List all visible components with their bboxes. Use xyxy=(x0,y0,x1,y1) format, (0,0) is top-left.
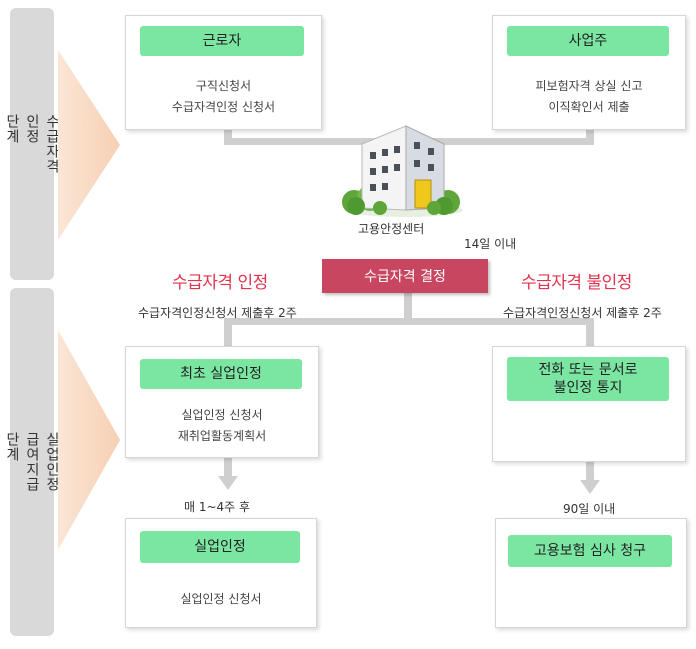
appeal-title: 고용보험 심사 청구 xyxy=(508,535,672,567)
chevron-arrow-bottom-icon xyxy=(58,330,120,550)
employer-text: 피보험자격 상실 신고 이직확인서 제출 xyxy=(535,79,643,114)
arrow-down-right-icon xyxy=(580,460,600,494)
worker-card: 근로자 구직신청서 수급자격인정 신청서 xyxy=(125,15,322,130)
recognition-title: 실업인정 xyxy=(140,531,300,563)
connector-line xyxy=(586,318,594,346)
employer-card: 사업주 피보험자격 상실 신고 이직확인서 제출 xyxy=(492,15,686,130)
connector-line xyxy=(224,128,232,144)
appeal-card: 고용보험 심사 청구 xyxy=(495,518,687,628)
approved-title: 수급자격 인정 xyxy=(172,273,268,293)
building-icon xyxy=(342,125,463,217)
first-recognition-card: 최초 실업인정 실업인정 신청서 재취업활동계획서 xyxy=(125,346,319,458)
recognition-text: 실업인정 신청서 xyxy=(180,592,262,606)
rejected-sub: 수급자격인정신청서 제출후 2주 xyxy=(503,306,662,320)
worker-text: 구직신청서 수급자격인정 신청서 xyxy=(171,79,276,114)
notice-card: 전화 또는 문서로 불인정 통지 xyxy=(492,346,686,462)
notice-title: 전화 또는 문서로 불인정 통지 xyxy=(507,357,669,401)
chevron-arrow-top-icon xyxy=(58,50,120,240)
center-days: 14일 이내 xyxy=(464,237,517,251)
connector-line xyxy=(404,292,412,324)
arrow-down-left-icon xyxy=(218,456,238,490)
first-recognition-text: 실업인정 신청서 재취업활동계획서 xyxy=(177,408,267,443)
rejected-title: 수급자격 불인정 xyxy=(521,273,632,293)
stage-label-eligibility: 수급자격 인정 단계 xyxy=(4,114,60,174)
stage-bar-benefits xyxy=(10,288,54,636)
approved-sub: 수급자격인정신청서 제출후 2주 xyxy=(138,306,297,320)
center-label: 고용안정센터 xyxy=(358,222,425,236)
connector-line xyxy=(224,318,594,325)
stage-label-benefits-wrap: 실업인정 급여지급 단계 xyxy=(4,288,60,636)
stage-bar-eligibility xyxy=(10,8,54,280)
connector-line xyxy=(586,128,594,144)
employer-title: 사업주 xyxy=(507,26,669,56)
stage-label-benefits: 실업인정 급여지급 단계 xyxy=(4,432,60,492)
decision-box: 수급자격 결정 xyxy=(322,259,488,293)
arrow-label-left: 매 1~4주 후 xyxy=(184,500,251,514)
connector-line xyxy=(224,318,232,346)
first-recognition-title: 최초 실업인정 xyxy=(140,359,302,389)
recognition-card: 실업인정 실업인정 신청서 xyxy=(125,518,317,628)
arrow-label-right: 90일 이내 xyxy=(563,502,616,516)
worker-title: 근로자 xyxy=(140,26,304,56)
stage-label-eligibility-wrap: 수급자격 인정 단계 xyxy=(4,8,60,280)
